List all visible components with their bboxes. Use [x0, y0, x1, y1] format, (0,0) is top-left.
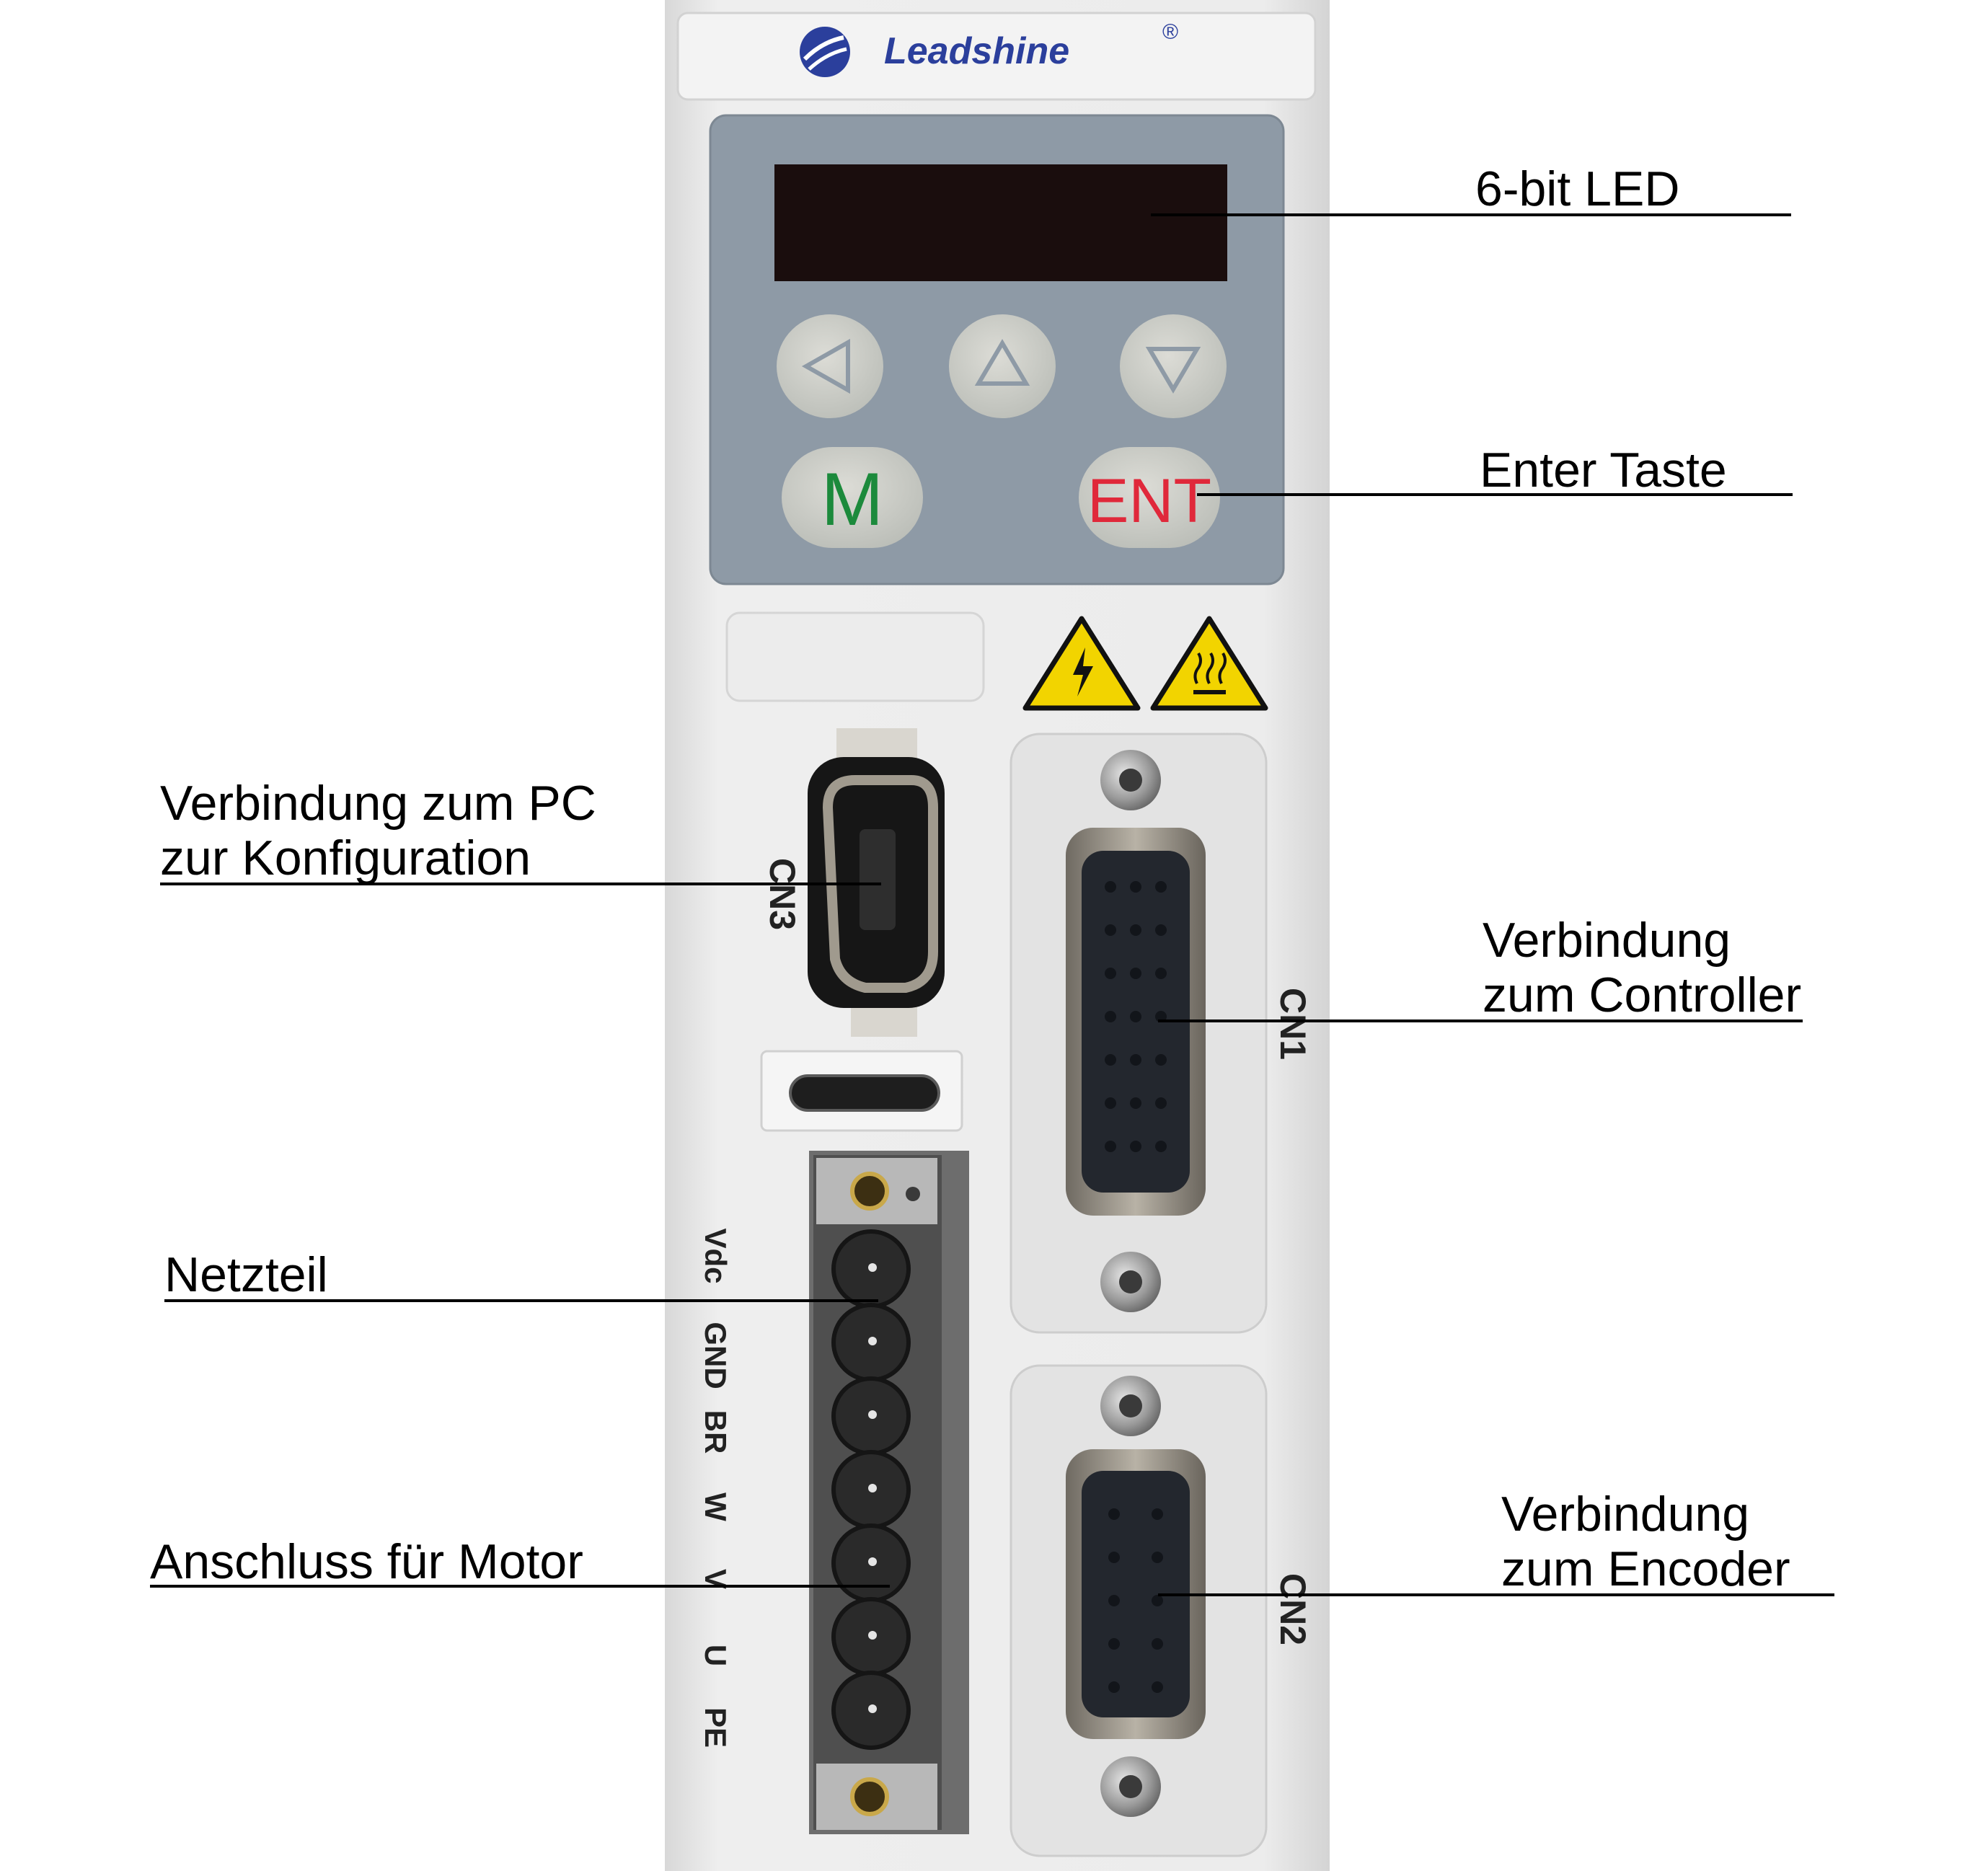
- cn1-pins: [1105, 881, 1167, 1152]
- brand-name: Leadshine: [884, 30, 1069, 72]
- registered-mark: ®: [1162, 20, 1178, 44]
- terminal-label-w: W: [699, 1492, 733, 1521]
- label-motor: Anschluss für Motor: [150, 1534, 583, 1589]
- leader-led: [1151, 213, 1791, 216]
- status-led: [789, 1074, 940, 1112]
- label-encoder-line2: zum Encoder: [1501, 1542, 1790, 1596]
- cn2-label: CN2: [1273, 1573, 1313, 1645]
- up-arrow-icon: [974, 339, 1030, 386]
- cn2-pins: [1108, 1508, 1163, 1693]
- up-button[interactable]: [949, 314, 1056, 418]
- label-led: 6-bit LED: [1475, 162, 1680, 216]
- label-controller-line1: Verbindung: [1483, 913, 1731, 968]
- left-button[interactable]: [777, 314, 883, 418]
- cn3-label: CN3: [762, 858, 803, 930]
- label-enter: Enter Taste: [1480, 443, 1727, 497]
- cn3-port[interactable]: [808, 728, 945, 1037]
- label-power: Netzteil: [164, 1247, 328, 1302]
- brand-globe-icon: [800, 27, 850, 77]
- label-pc-line2: zur Konfiguration: [160, 831, 531, 885]
- mode-button[interactable]: M: [782, 447, 923, 548]
- hot-surface-warning-icon: [1150, 616, 1268, 711]
- leader-encoder: [1158, 1593, 1834, 1596]
- leader-motor: [150, 1585, 890, 1588]
- led-display: [774, 164, 1227, 281]
- leader-enter: [1197, 493, 1793, 496]
- terminal-label-gnd: GND: [699, 1322, 733, 1389]
- cn2-port[interactable]: [1066, 1376, 1206, 1817]
- terminal-labels: Vdc GND BR W V U PE: [699, 1228, 733, 1748]
- down-arrow-icon: [1145, 347, 1201, 394]
- terminal-label-br: BR: [699, 1410, 733, 1454]
- leader-controller: [1158, 1019, 1803, 1022]
- label-controller-line2: zum Controller: [1483, 968, 1802, 1022]
- enter-button[interactable]: ENT: [1079, 447, 1220, 548]
- terminal-label-vdc: Vdc: [699, 1228, 733, 1283]
- cn1-label: CN1: [1273, 988, 1313, 1060]
- electric-shock-warning-icon: [1022, 616, 1141, 711]
- terminal-label-pe: PE: [699, 1707, 733, 1748]
- label-encoder-line1: Verbindung: [1501, 1487, 1750, 1542]
- mode-key-label: M: [821, 458, 884, 541]
- left-arrow-icon: [801, 338, 850, 394]
- label-pc-line1: Verbindung zum PC: [160, 776, 596, 831]
- brand-logo: Leadshine ®: [800, 20, 1178, 77]
- down-button[interactable]: [1120, 314, 1227, 418]
- cn1-port[interactable]: [1066, 750, 1206, 1312]
- enter-key-label: ENT: [1087, 466, 1211, 536]
- blank-label-recess: [725, 611, 985, 702]
- leader-power: [164, 1299, 878, 1302]
- terminal-block[interactable]: [809, 1151, 969, 1834]
- leader-pc: [160, 883, 881, 885]
- terminal-label-u: U: [699, 1645, 733, 1666]
